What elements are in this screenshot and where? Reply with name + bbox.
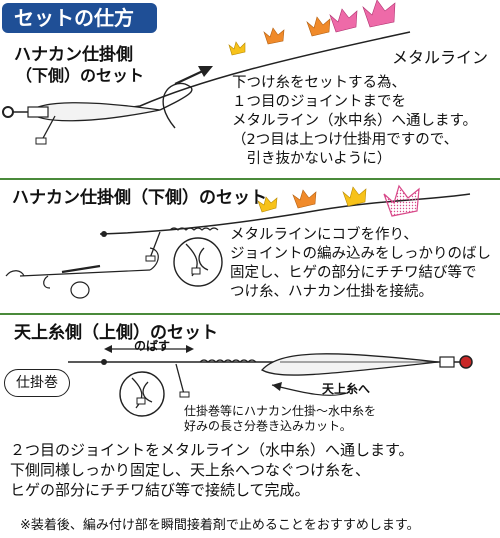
body-line: ヒゲの部分にチチワ結び等で接続して完成。 <box>10 481 310 499</box>
caption-line: 仕掛巻等にハナカン仕掛～水中糸を <box>184 404 377 418</box>
note-line: （2つ目は上つけ仕掛用ですので、 <box>232 132 459 148</box>
swivel-icon <box>2 106 14 118</box>
section2-diagram <box>5 184 471 299</box>
section3-diagram <box>68 345 473 417</box>
section-divider <box>0 313 500 315</box>
section2-heading: ハナカン仕掛側（下側）のセット <box>12 188 267 208</box>
body-line: 下側同様しっかり固定し、天上糸へつなぐつけ糸を、 <box>10 461 371 479</box>
note-line: 引き抜かないように） <box>232 151 392 167</box>
metal-line-label: メタルライン <box>392 48 489 67</box>
stretch-label: のばす <box>134 339 171 353</box>
note-line: メタルラインにコブを作り、 <box>230 227 418 243</box>
note-line: 固定し、ヒゲの部分にチチワ結び等で <box>230 265 477 281</box>
page-title: セットの仕方 <box>2 3 157 33</box>
section3-body: ２つ目のジョイントをメタルライン（水中糸）へ通します。 下側同様しっかり固定し、… <box>10 440 414 500</box>
section1-subheading: （下側）のセット <box>16 66 145 85</box>
note-line: メタルライン（水中糸）へ通します。 <box>232 113 478 129</box>
section-divider <box>0 178 500 180</box>
section3-heading: 天上糸側（上側）のセット <box>14 323 218 343</box>
knot-detail-icon <box>173 237 223 287</box>
note-line: つけ糸、ハナカン仕掛を接続。 <box>230 284 433 300</box>
footer-note: ※装着後、編み付け部を瞬間接着剤で止めることをおすすめします。 <box>20 518 420 533</box>
note-line: 下つけ糸をセットする為、 <box>232 75 406 91</box>
tenjo-label: 天上糸へ <box>322 382 371 396</box>
note-line: １つ目のジョイントまでを <box>232 94 406 110</box>
section1-heading: ハナカン仕掛側 <box>14 45 133 65</box>
hanakan-ring-icon <box>70 281 90 299</box>
section3-caption: 仕掛巻等にハナカン仕掛～水中糸を 好みの長さ分巻き込みカット。 <box>184 404 376 434</box>
marker-flags-icon <box>228 0 396 56</box>
marker-flags-icon <box>257 184 420 217</box>
caption-line: 好みの長さ分巻き込みカット。 <box>184 419 352 433</box>
note-line: ジョイントの編み込みをしっかりのばし <box>230 246 491 262</box>
body-line: ２つ目のジョイントをメタルライン（水中糸）へ通します。 <box>10 441 414 459</box>
shikake-label: 仕掛巻 <box>4 369 70 397</box>
section1-note: 下つけ糸をセットする為、 １つ目のジョイントまでを メタルライン（水中糸）へ通し… <box>232 74 477 169</box>
section1-diagram <box>2 0 411 145</box>
section2-note: メタルラインにコブを作り、 ジョイントの編み込みをしっかりのばし 固定し、ヒゲの… <box>230 226 491 302</box>
swivel-icon <box>459 355 473 369</box>
